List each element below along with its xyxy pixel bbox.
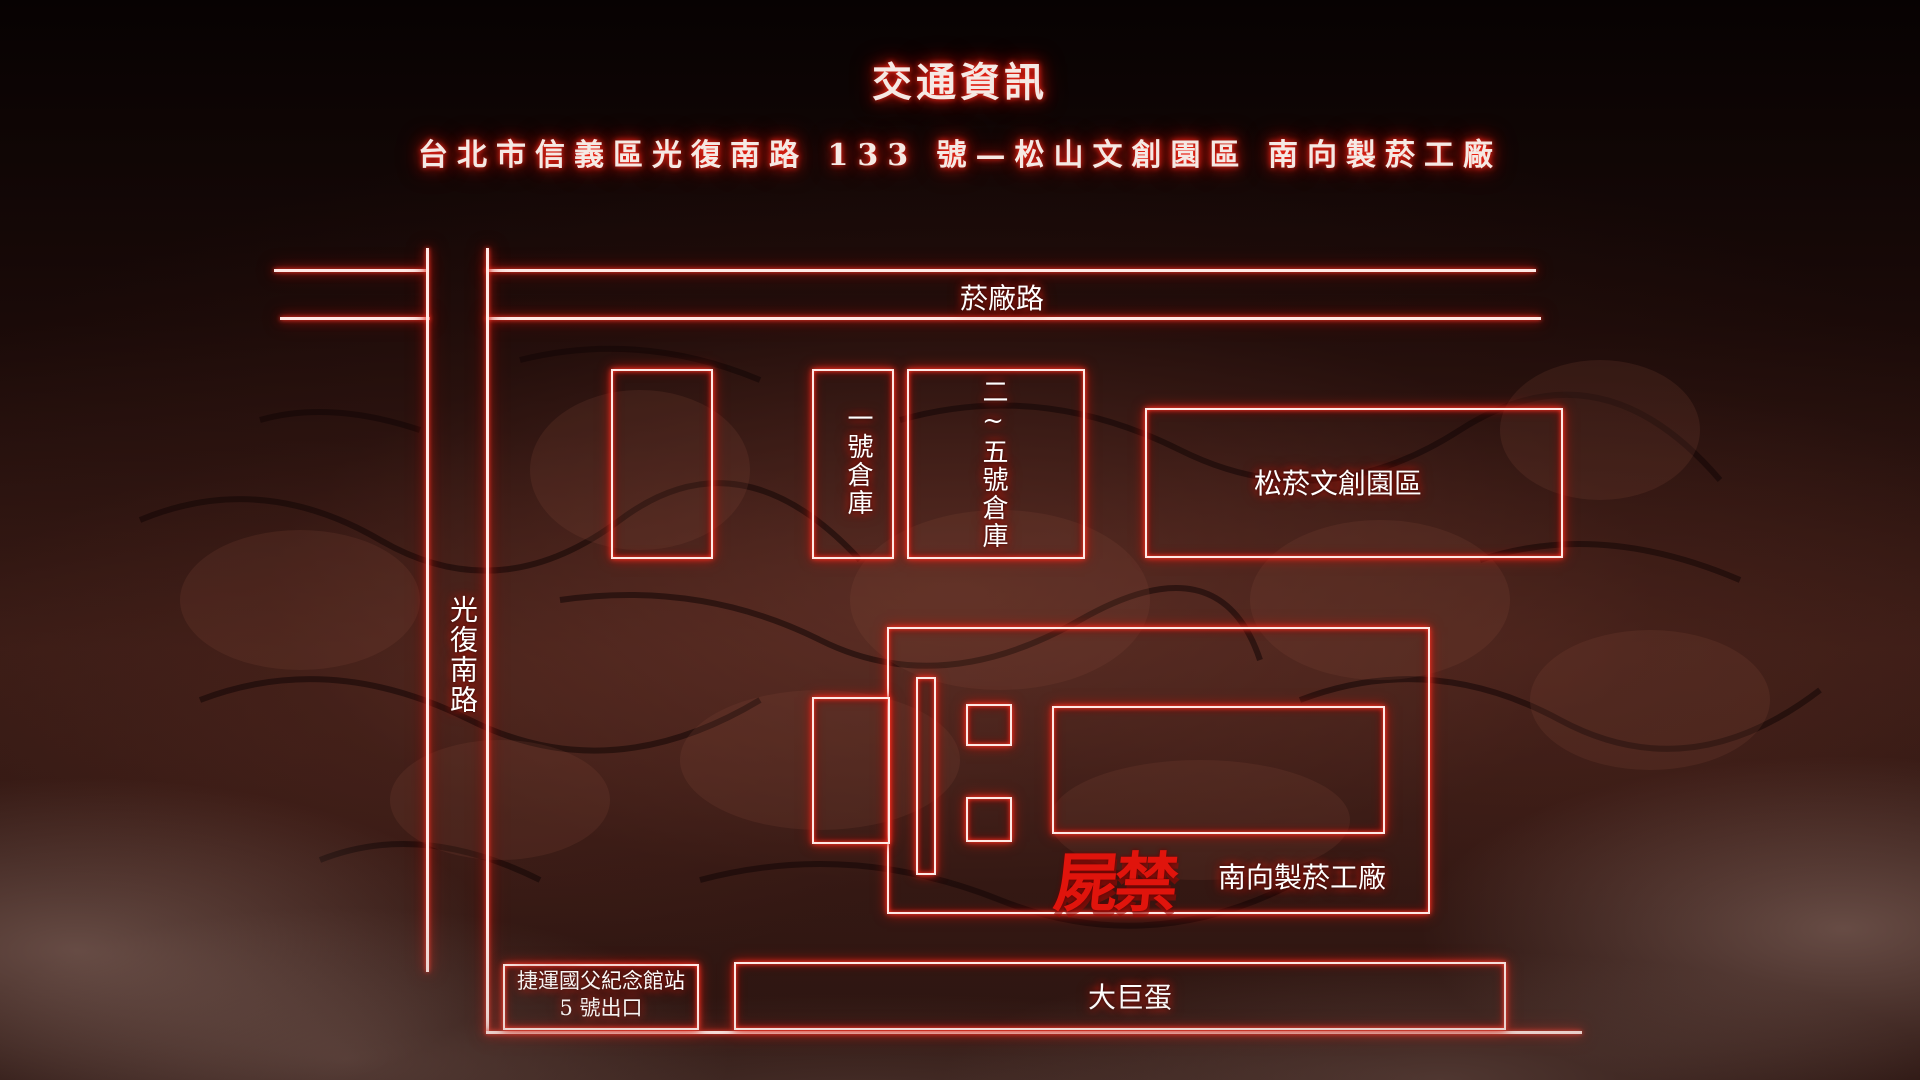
road-top-left-lower bbox=[280, 317, 430, 320]
building-south-factory-column bbox=[916, 677, 936, 875]
building-south-factory-wing bbox=[812, 697, 890, 844]
road-left-outer bbox=[426, 248, 429, 972]
road-left-inner bbox=[486, 248, 489, 1033]
mrt-exit-label: 捷運國父紀念館站 5 號出口 bbox=[503, 968, 699, 1022]
building-warehouse-1 bbox=[812, 369, 894, 559]
building-label-songshan-cultural-park: 松菸文創園區 bbox=[1254, 467, 1423, 500]
page-title: 交通資訊 bbox=[872, 59, 1048, 106]
building-south-factory-block-b bbox=[966, 797, 1012, 842]
road-label-yanchang-road: 菸廠路 bbox=[960, 282, 1045, 315]
corpse-forbidden-logo: 屍禁 bbox=[1050, 846, 1179, 921]
mrt-exit-box bbox=[503, 964, 699, 1030]
building-south-factory-inner bbox=[1052, 706, 1385, 834]
road-bottom bbox=[486, 1031, 1582, 1034]
building-label-warehouse-2-5: 二~五號倉庫 bbox=[978, 378, 1008, 550]
mrt-exit-line-2: 5 號出口 bbox=[559, 996, 643, 1020]
road-top-left-upper bbox=[274, 269, 426, 272]
building-label-south-factory: 南向製菸工廠 bbox=[1218, 861, 1387, 894]
road-label-guangfu-south-road: 光復南路 bbox=[446, 595, 479, 715]
building-unlabeled bbox=[611, 369, 713, 559]
road-top-main-lower bbox=[486, 317, 1541, 320]
building-south-factory-block-a bbox=[966, 704, 1012, 746]
road-top-main-upper bbox=[486, 269, 1536, 272]
building-songshan-cultural-park bbox=[1145, 408, 1563, 558]
building-label-taipei-dome: 大巨蛋 bbox=[1088, 981, 1173, 1014]
mrt-exit-line-1: 捷運國父紀念館站 bbox=[517, 969, 685, 993]
address-text: 台北市信義區光復南路 133 號—松山文創園區 南向製菸工廠 bbox=[418, 138, 1502, 173]
building-label-warehouse-1: 一號倉庫 bbox=[843, 405, 873, 517]
building-taipei-dome bbox=[734, 962, 1506, 1030]
building-warehouse-2-5 bbox=[907, 369, 1085, 559]
